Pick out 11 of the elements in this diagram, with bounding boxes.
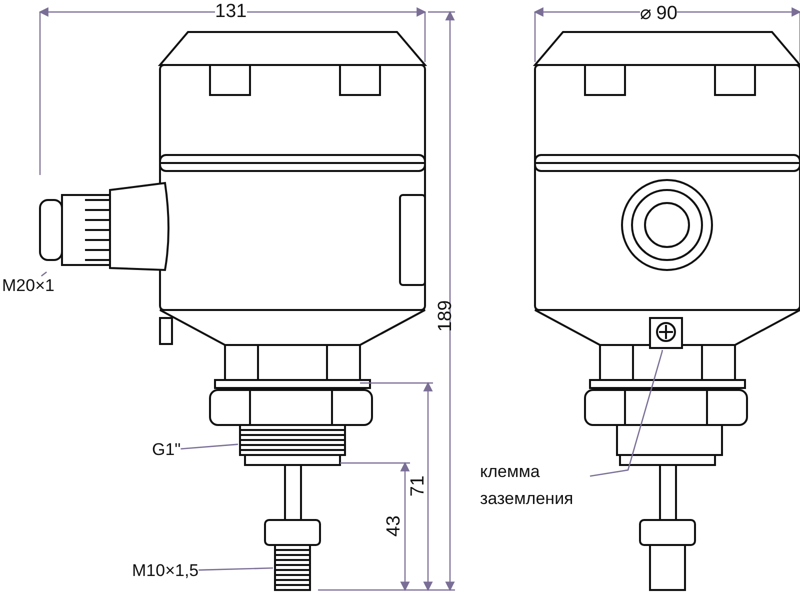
thread-label: M20×1 bbox=[2, 276, 54, 296]
dimension-label: 189 bbox=[434, 300, 457, 332]
terminal-label: клемма заземления bbox=[480, 461, 574, 510]
leader-line bbox=[180, 444, 238, 450]
thread-label: G1" bbox=[152, 440, 181, 460]
dimension-label: 43 bbox=[384, 515, 406, 537]
leader-line bbox=[40, 271, 47, 277]
dimension-label: 71 bbox=[408, 475, 430, 497]
leader-line bbox=[590, 350, 664, 477]
leader-line bbox=[198, 567, 274, 571]
thread-label: M10×1,5 bbox=[132, 561, 199, 581]
